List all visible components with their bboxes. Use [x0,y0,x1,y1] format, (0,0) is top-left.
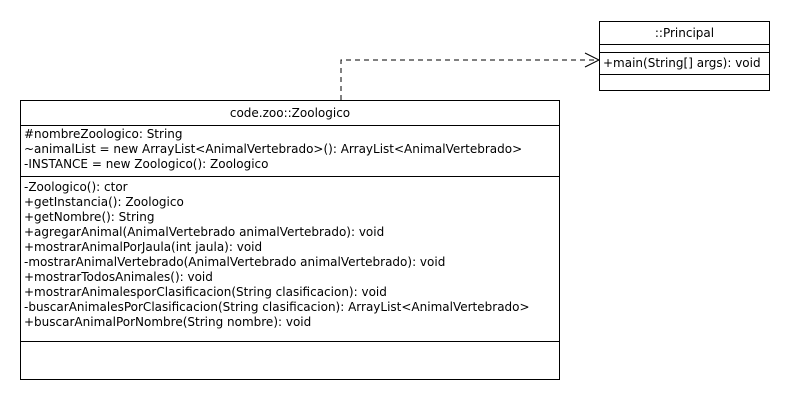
class-zoologico-attributes: #nombreZoologico: String ~animalList = n… [21,126,559,177]
operation-get-instancia: +getInstancia(): Zoologico [24,195,184,209]
class-zoologico-operations: -Zoologico(): ctor +getInstancia(): Zool… [21,177,559,342]
operation-mostrar-animal-por-jaula: +mostrarAnimalPorJaula(int jaula): void [24,240,263,254]
attribute-nombre-zoologico: #nombreZoologico: String [24,127,183,141]
class-zoologico-extra [21,342,559,379]
attribute-instance: -INSTANCE = new Zoologico(): Zoologico [24,157,269,171]
operation-buscar-animales-por-clasificacion: -buscarAnimalesPorClasificacion(String c… [24,300,530,314]
operation-mostrar-animales-por-clasificacion: +mostrarAnimalesporClasificacion(String … [24,285,387,299]
class-principal-operations: +main(String[] args): void [600,53,769,75]
class-zoologico[interactable]: code.zoo::Zoologico #nombreZoologico: St… [20,100,560,380]
operation-mostrar-todos-animales: +mostrarTodosAnimales(): void [24,270,213,284]
operation-zoologico-ctor: -Zoologico(): ctor [24,180,128,194]
operation-agregar-animal: +agregarAnimal(AnimalVertebrado animalVe… [24,225,385,239]
class-principal-attributes [600,45,769,53]
class-principal-extra [600,75,769,89]
attribute-animal-list: ~animalList = new ArrayList<AnimalVerteb… [24,142,523,156]
operation-get-nombre: +getNombre(): String [24,210,155,224]
class-principal[interactable]: ::Principal +main(String[] args): void [599,21,770,91]
operation-main: +main(String[] args): void [603,56,761,70]
class-zoologico-name: code.zoo::Zoologico [21,101,559,126]
dependency-line [340,59,599,100]
operation-buscar-animal-por-nombre: +buscarAnimalPorNombre(String nombre): v… [24,315,312,329]
operation-mostrar-animal-vertebrado: -mostrarAnimalVertebrado(AnimalVertebrad… [24,255,446,269]
class-principal-name: ::Principal [600,22,769,45]
